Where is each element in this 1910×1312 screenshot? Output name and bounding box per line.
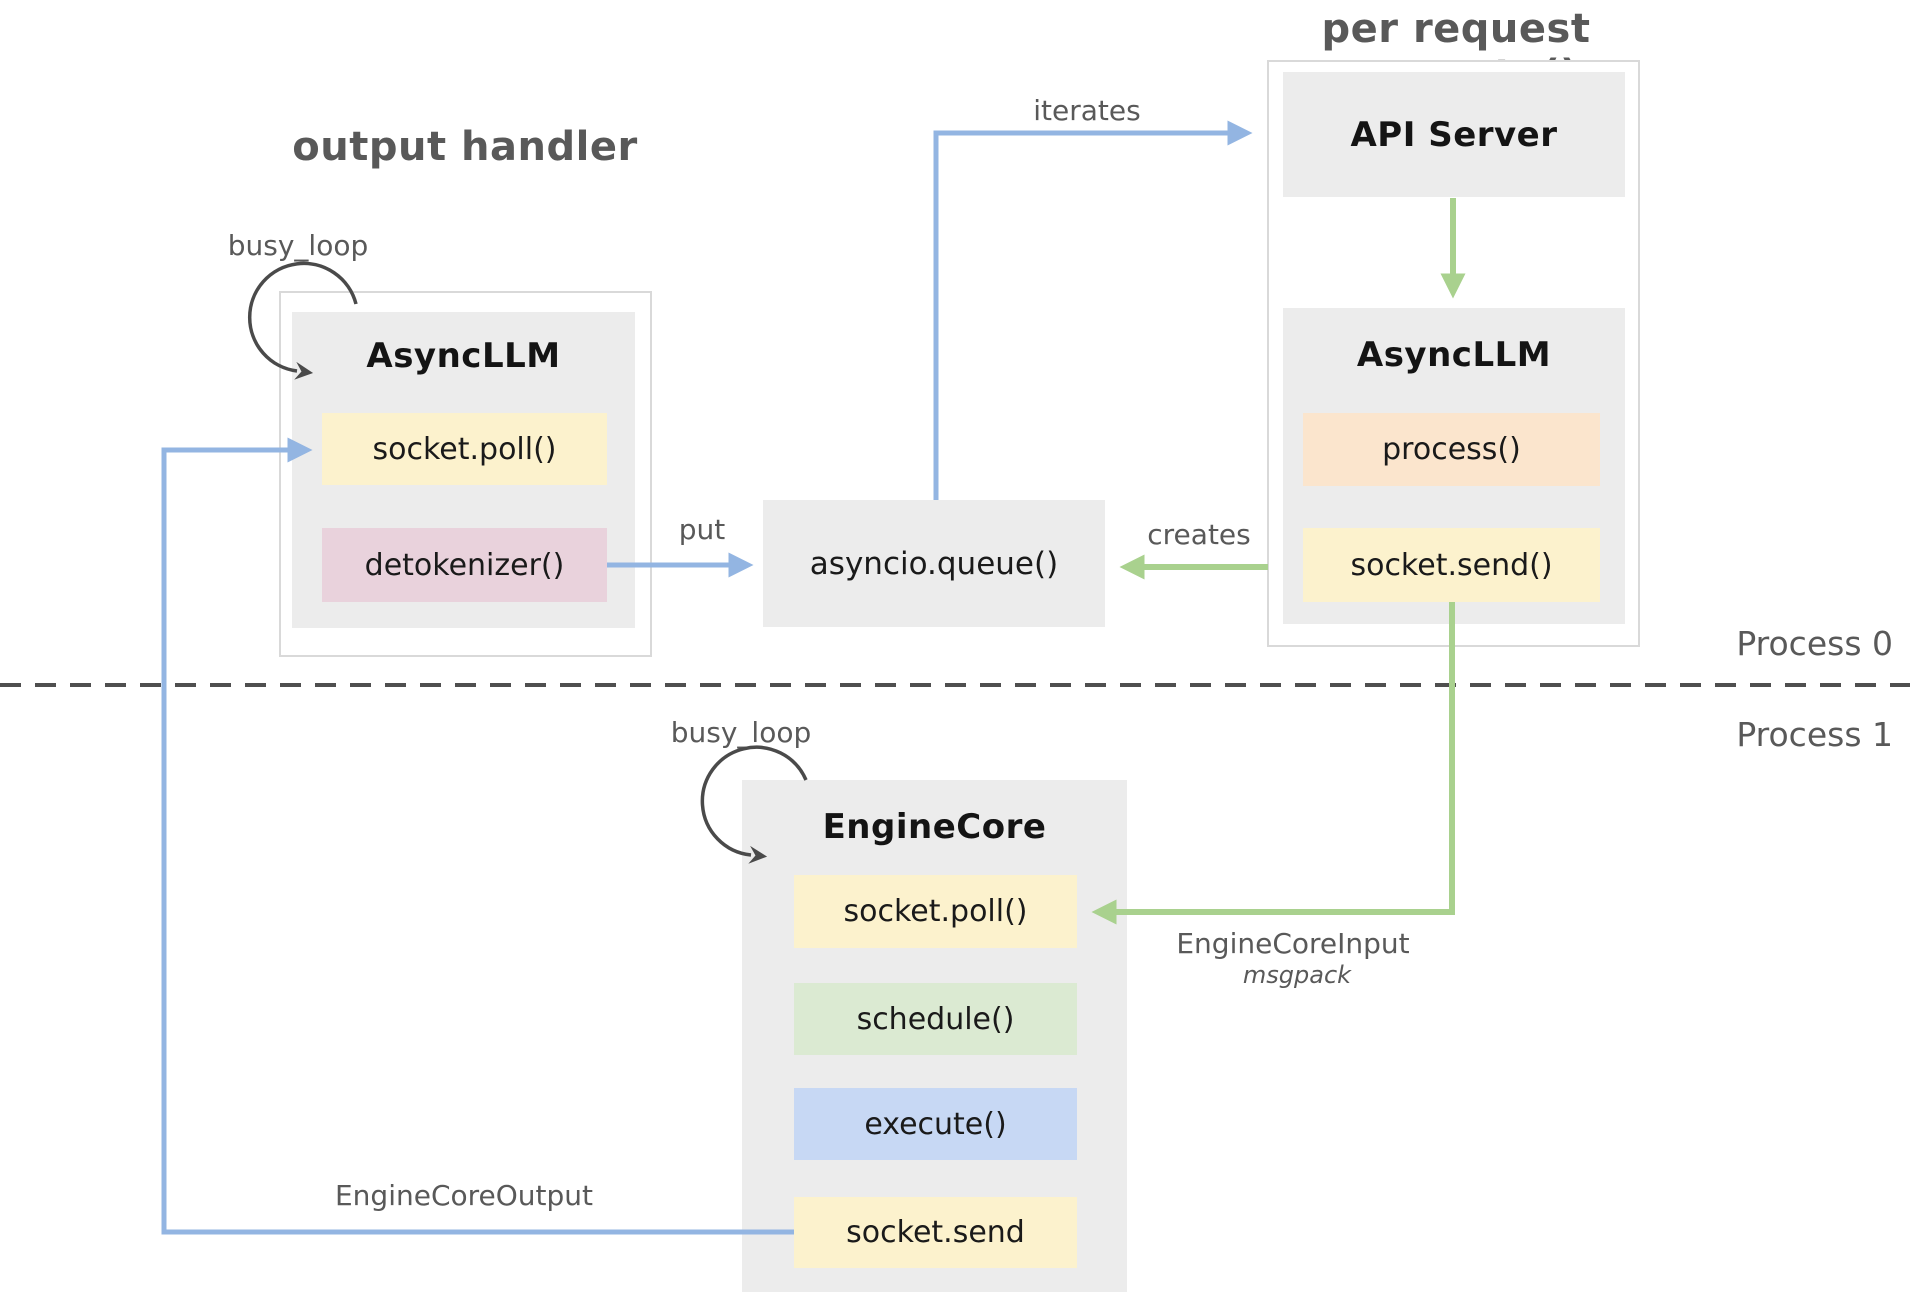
iterates-label: iterates	[1033, 94, 1141, 127]
process-item: process()	[1303, 413, 1600, 486]
socket-send-item-engine: socket.send	[794, 1197, 1077, 1268]
execute-item: execute()	[794, 1088, 1077, 1160]
detokenizer-item: detokenizer()	[322, 528, 607, 602]
iterates-arrow	[933, 120, 1253, 500]
socket-send-item-request: socket.send()	[1303, 528, 1600, 602]
put-label: put	[678, 513, 726, 546]
output-handler-title: output handler	[292, 124, 638, 170]
creates-label: creates	[1147, 518, 1251, 551]
busy-loop-label-top: busy_loop	[227, 229, 369, 262]
socket-poll-item-engine: socket.poll()	[794, 875, 1077, 948]
socket-poll-item-output: socket.poll()	[322, 413, 607, 485]
engine-core-input-arrow	[1091, 602, 1455, 925]
busy-loop-label-bottom: busy_loop	[670, 716, 812, 749]
async-llm-output-title: AsyncLLM	[366, 336, 561, 376]
process-1-label: Process 1	[1736, 715, 1893, 754]
api-server-box: API Server	[1283, 72, 1625, 197]
msgpack-label: msgpack	[1242, 961, 1352, 989]
engine-core-title: EngineCore	[822, 807, 1047, 847]
process-0-label: Process 0	[1736, 624, 1893, 663]
engine-core-input-label: EngineCoreInput	[1176, 927, 1410, 960]
engine-core-output-label: EngineCoreOutput	[334, 1179, 594, 1212]
schedule-item: schedule()	[794, 983, 1077, 1055]
asyncio-queue-box: asyncio.queue()	[763, 500, 1105, 627]
async-llm-request-title: AsyncLLM	[1356, 335, 1552, 375]
